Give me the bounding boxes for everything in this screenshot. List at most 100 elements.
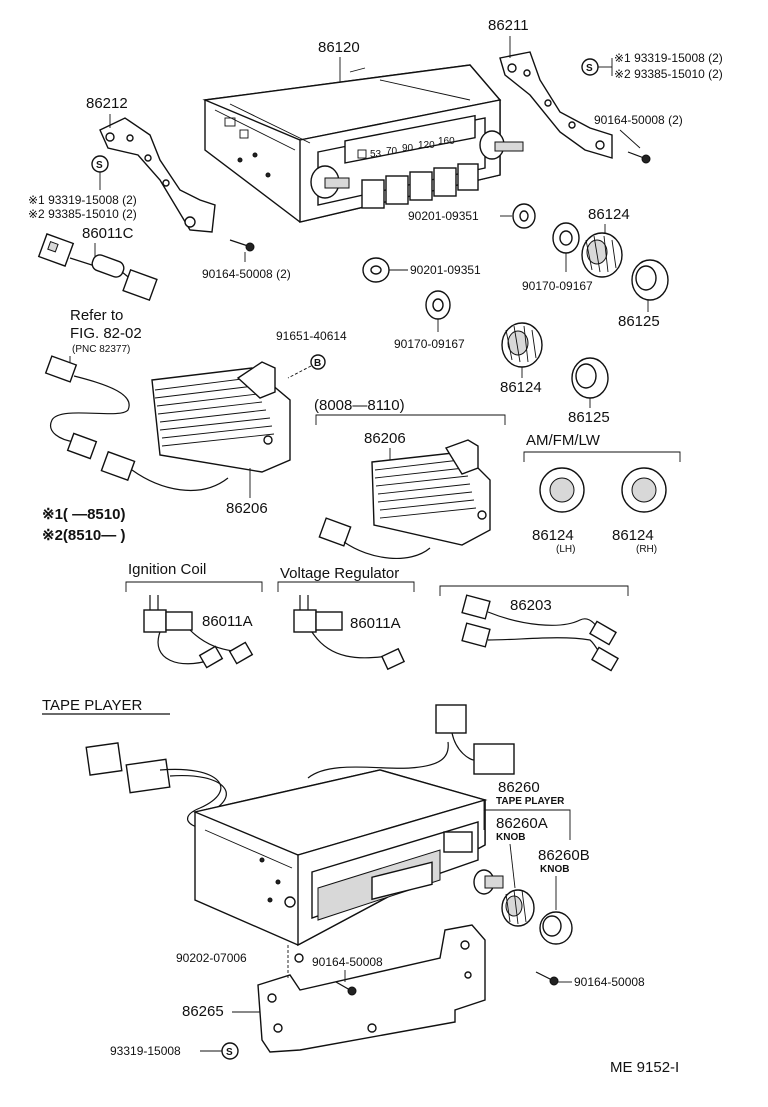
nut-b (425, 290, 451, 320)
svg-text:B: B (314, 358, 321, 369)
label-bracket-right: 86211 (488, 17, 529, 34)
nut-a-label: 90170-09167 (522, 279, 593, 293)
washer-b (362, 257, 390, 283)
note-ignition: Ignition Coil (128, 561, 206, 578)
svg-text:S: S (96, 160, 103, 171)
screw-s-label: 93319-15008 (110, 1044, 181, 1058)
dial-scale: 53 70 90 120 160 (357, 136, 455, 160)
label-harness: 86203 (510, 597, 552, 614)
label-tape: 86260 (498, 779, 540, 796)
label-knob-b: 86125 (618, 313, 660, 330)
note-refer-2: FIG. 82-02 (70, 325, 142, 342)
label-tape-knob-b-sub: KNOB (540, 864, 569, 875)
label-connector-c: 86011C (82, 225, 134, 242)
dial-mark-1: 53 (370, 149, 382, 160)
filter-ignition (143, 595, 254, 669)
diagram-code: ME 9152-I (610, 1059, 679, 1076)
knob-a (581, 232, 623, 278)
dial-mark-5: 160 (438, 136, 455, 147)
note-refer-1: Refer to (70, 307, 123, 324)
fastener-r3: 90164-50008 (2) (594, 113, 683, 127)
washer-a-label: 90201-09351 (408, 209, 479, 223)
label-knob-rh: 86124 (612, 527, 654, 544)
knob-b (631, 259, 669, 301)
screw-a (335, 981, 357, 996)
nut-a (552, 222, 580, 254)
note-voltage: Voltage Regulator (280, 565, 399, 582)
fastener-r2: ※2 93385-15010 (2) (614, 67, 723, 81)
filter-voltage (293, 595, 406, 671)
bracket-right (499, 51, 613, 159)
amplifier-left (151, 361, 291, 473)
nut-b-label: 90170-09167 (394, 337, 465, 351)
bolt-label: 91651-40614 (276, 329, 347, 343)
s-washer-left: S (91, 155, 109, 173)
label-radio: 86120 (318, 39, 360, 56)
footnote-1: ※1( —8510) (42, 506, 125, 523)
amplifier-right (371, 439, 491, 546)
radio-unit: 53 70 90 120 160 (202, 64, 524, 223)
label-tape-knob-b: 86260B (538, 847, 590, 864)
screw-b (535, 971, 559, 986)
tape-shaft (473, 869, 504, 895)
dial-mark-2: 70 (386, 146, 398, 157)
label-bracket-left: 86212 (86, 95, 128, 112)
knob-c (501, 322, 543, 368)
note-range: (8008—8110) (314, 397, 405, 414)
right-shaft (479, 130, 524, 160)
label-knob-lh: 86124 (532, 527, 574, 544)
connector-c (37, 233, 158, 302)
knob-lh (539, 467, 585, 513)
dial-mark-4: 120 (418, 140, 435, 151)
dial-mark-3: 90 (402, 143, 414, 154)
svg-text:S: S (586, 63, 593, 74)
tape-knob-a (501, 889, 535, 927)
knob-d (571, 357, 609, 399)
fastener-l1: ※1 93319-15008 (2) (28, 193, 137, 207)
amp-left-harness (44, 355, 229, 491)
clip-label: 90202-07006 (176, 951, 247, 965)
s-washer-tape: S (221, 1042, 239, 1060)
screw-b-label: 90164-50008 (574, 975, 645, 989)
label-tape-bracket: 86265 (182, 1003, 224, 1020)
label-knob-c: 86124 (500, 379, 542, 396)
label-knob-a: 86124 (588, 206, 630, 223)
knob-rh (621, 467, 667, 513)
screw-right (627, 151, 651, 164)
label-filter-ignition: 86011A (202, 613, 253, 630)
tape-bracket (257, 924, 486, 1053)
fastener-r1: ※1 93319-15008 (2) (614, 51, 723, 65)
s-washer-right: S (581, 58, 599, 76)
fastener-l2: ※2 93385-15010 (2) (28, 207, 137, 221)
tape-knob-b (539, 911, 573, 945)
screw-left (229, 239, 255, 252)
label-rh: (RH) (636, 544, 657, 555)
svg-text:S: S (226, 1047, 233, 1058)
label-lh: (LH) (556, 544, 575, 555)
label-amp-left: 86206 (226, 500, 268, 517)
label-tape-knob-a-sub: KNOB (496, 832, 525, 843)
b-bolt: B (310, 354, 326, 370)
clip-part (294, 953, 304, 963)
footnote-2: ※2(8510— ) (42, 527, 125, 544)
tape-unit (192, 769, 504, 947)
label-filter-voltage: 86011A (350, 615, 401, 632)
left-shaft (310, 165, 350, 199)
label-tape-knob-a: 86260A (496, 815, 548, 832)
note-band: AM/FM/LW (526, 432, 601, 449)
harness-86203 (461, 594, 619, 672)
label-amp-right: 86206 (364, 430, 406, 447)
washer-b-label: 90201-09351 (410, 263, 481, 277)
amp-right-harness (318, 517, 431, 560)
label-tape-sub: TAPE PLAYER (496, 796, 565, 807)
section-title: TAPE PLAYER (42, 697, 142, 714)
bracket-left (99, 117, 216, 233)
washer-a (512, 203, 536, 229)
fastener-l3: 90164-50008 (2) (202, 267, 291, 281)
note-refer-3: (PNC 82377) (72, 344, 130, 355)
preset-buttons (361, 163, 479, 209)
label-knob-d: 86125 (568, 409, 610, 426)
tape-harness (85, 704, 515, 831)
